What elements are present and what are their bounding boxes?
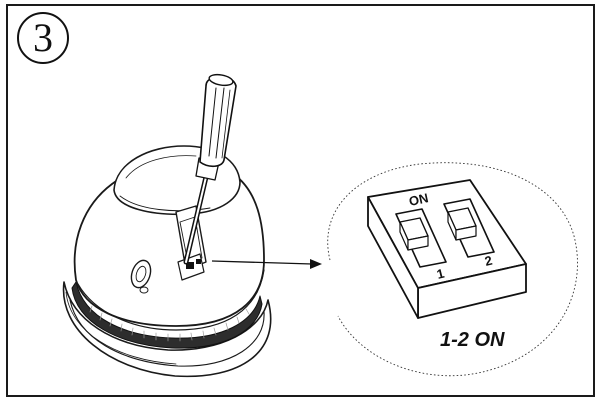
- arrow-right-icon: [211, 259, 322, 269]
- dip-switch-1-label: 1: [435, 266, 446, 282]
- dip-switch-2-label: 2: [483, 253, 494, 269]
- switch-1: [395, 208, 447, 268]
- knurl-lines: [89, 305, 250, 342]
- screwdriver-icon: [183, 73, 237, 265]
- switch-2: [443, 198, 495, 258]
- dip-on-label: ON: [408, 190, 430, 209]
- step-number: 3: [33, 15, 53, 60]
- step-number-badge: 3: [17, 12, 69, 64]
- zoom-outline: [327, 162, 578, 377]
- dip-switch-icon: [367, 179, 527, 319]
- dome-camera-icon: [62, 145, 272, 378]
- dip-setting-caption: 1-2 ON: [440, 329, 505, 351]
